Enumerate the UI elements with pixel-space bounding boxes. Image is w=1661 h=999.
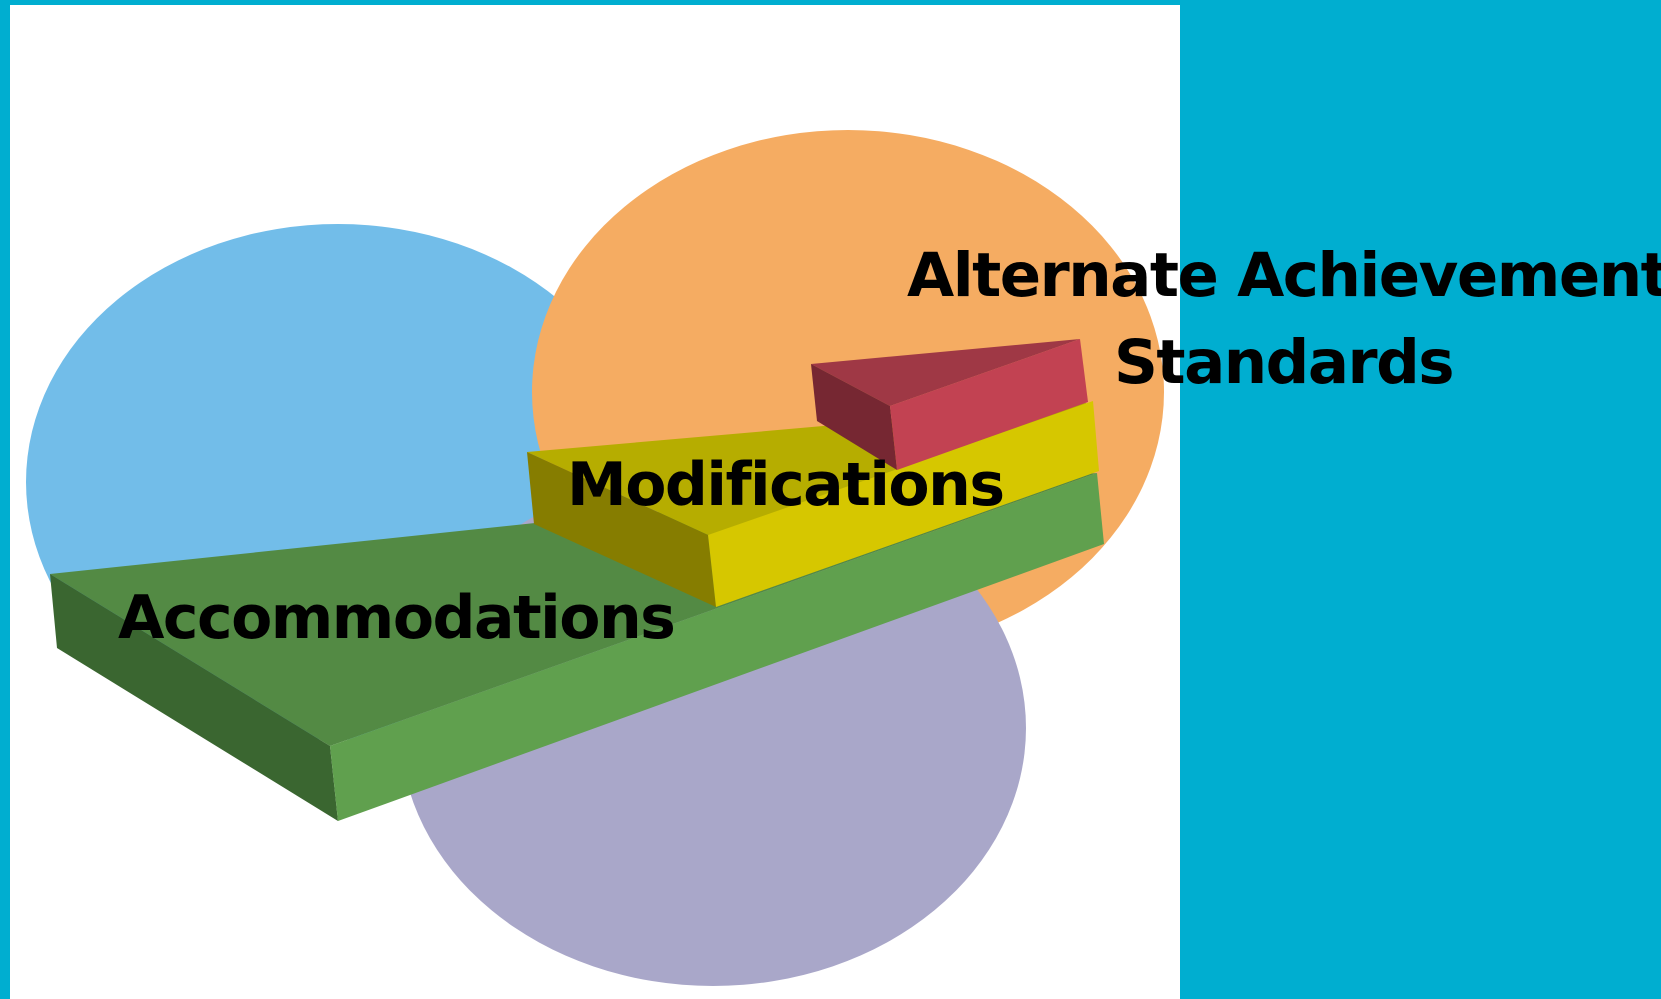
step-alternate-top: [811, 339, 1080, 406]
modifications-label: Modifications: [567, 450, 1005, 520]
step-modifications-side: [527, 452, 716, 607]
step-alternate-front: [890, 339, 1088, 470]
step-alternate-side: [811, 364, 897, 470]
alternate-achievement-label-line2: Standards: [1114, 327, 1455, 398]
step-accommodations-front: [330, 473, 1104, 821]
alternate-achievement-label-line1: Alternate Achievement: [907, 240, 1661, 311]
step-modifications-front: [708, 401, 1099, 607]
step-alternate: [811, 339, 1088, 470]
step-accommodations-side: [50, 574, 338, 821]
accommodations-label: Accommodations: [118, 583, 676, 653]
